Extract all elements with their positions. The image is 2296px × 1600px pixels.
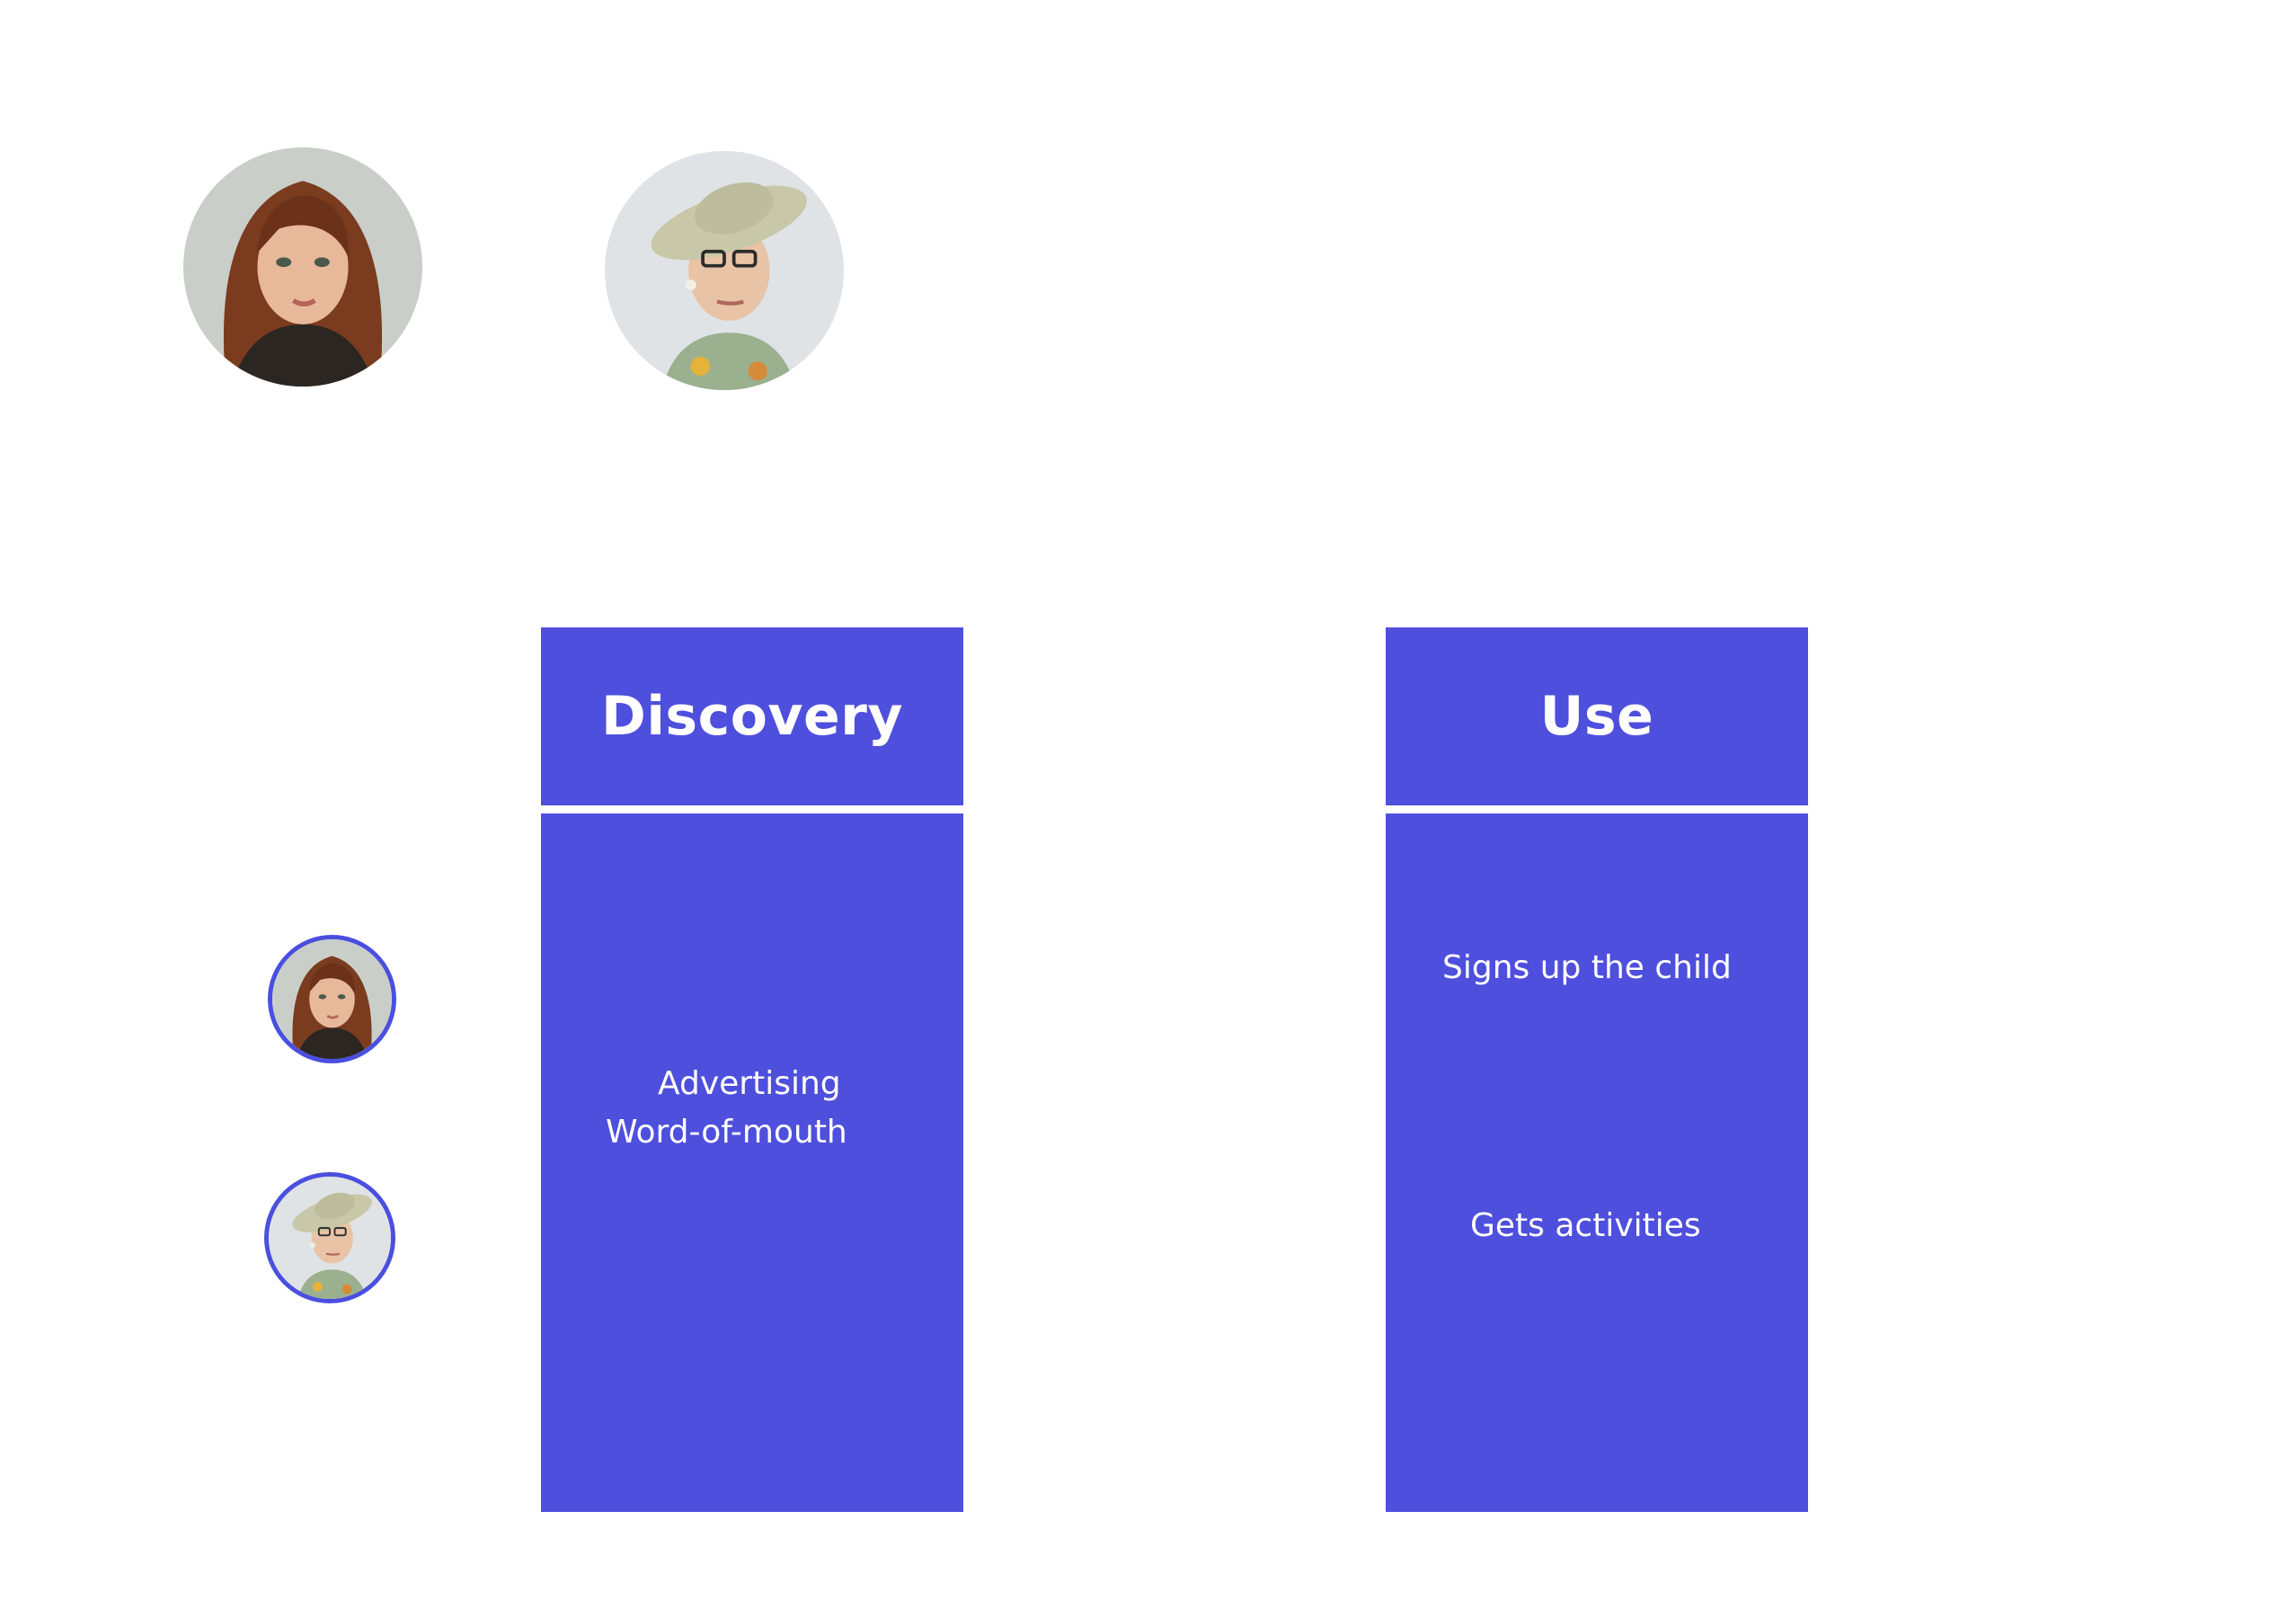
young-woman-portrait-icon xyxy=(272,939,392,1059)
older-woman-avatar xyxy=(605,151,844,390)
discovery-stage-body: Advertising Word-of-mouth xyxy=(541,813,963,1512)
young-woman-small-avatar xyxy=(268,935,396,1063)
use-item-signs-up: Signs up the child xyxy=(1442,949,1732,986)
discovery-stage-header: Discovery xyxy=(541,627,963,805)
use-stage-title: Use xyxy=(1539,685,1654,748)
older-woman-portrait-icon xyxy=(605,151,844,390)
older-woman-portrait-icon xyxy=(269,1177,391,1299)
discovery-stage-title: Discovery xyxy=(601,685,903,748)
young-woman-avatar xyxy=(183,147,422,387)
discovery-item-word-of-mouth: Word-of-mouth xyxy=(606,1114,847,1151)
older-woman-small-avatar xyxy=(264,1172,395,1303)
use-item-gets-activities: Gets activities xyxy=(1470,1207,1701,1244)
young-woman-portrait-icon xyxy=(183,147,422,387)
use-stage-body: Signs up the child Gets activities xyxy=(1386,813,1808,1512)
discovery-item-advertising: Advertising xyxy=(658,1065,841,1102)
use-stage-header: Use xyxy=(1386,627,1808,805)
